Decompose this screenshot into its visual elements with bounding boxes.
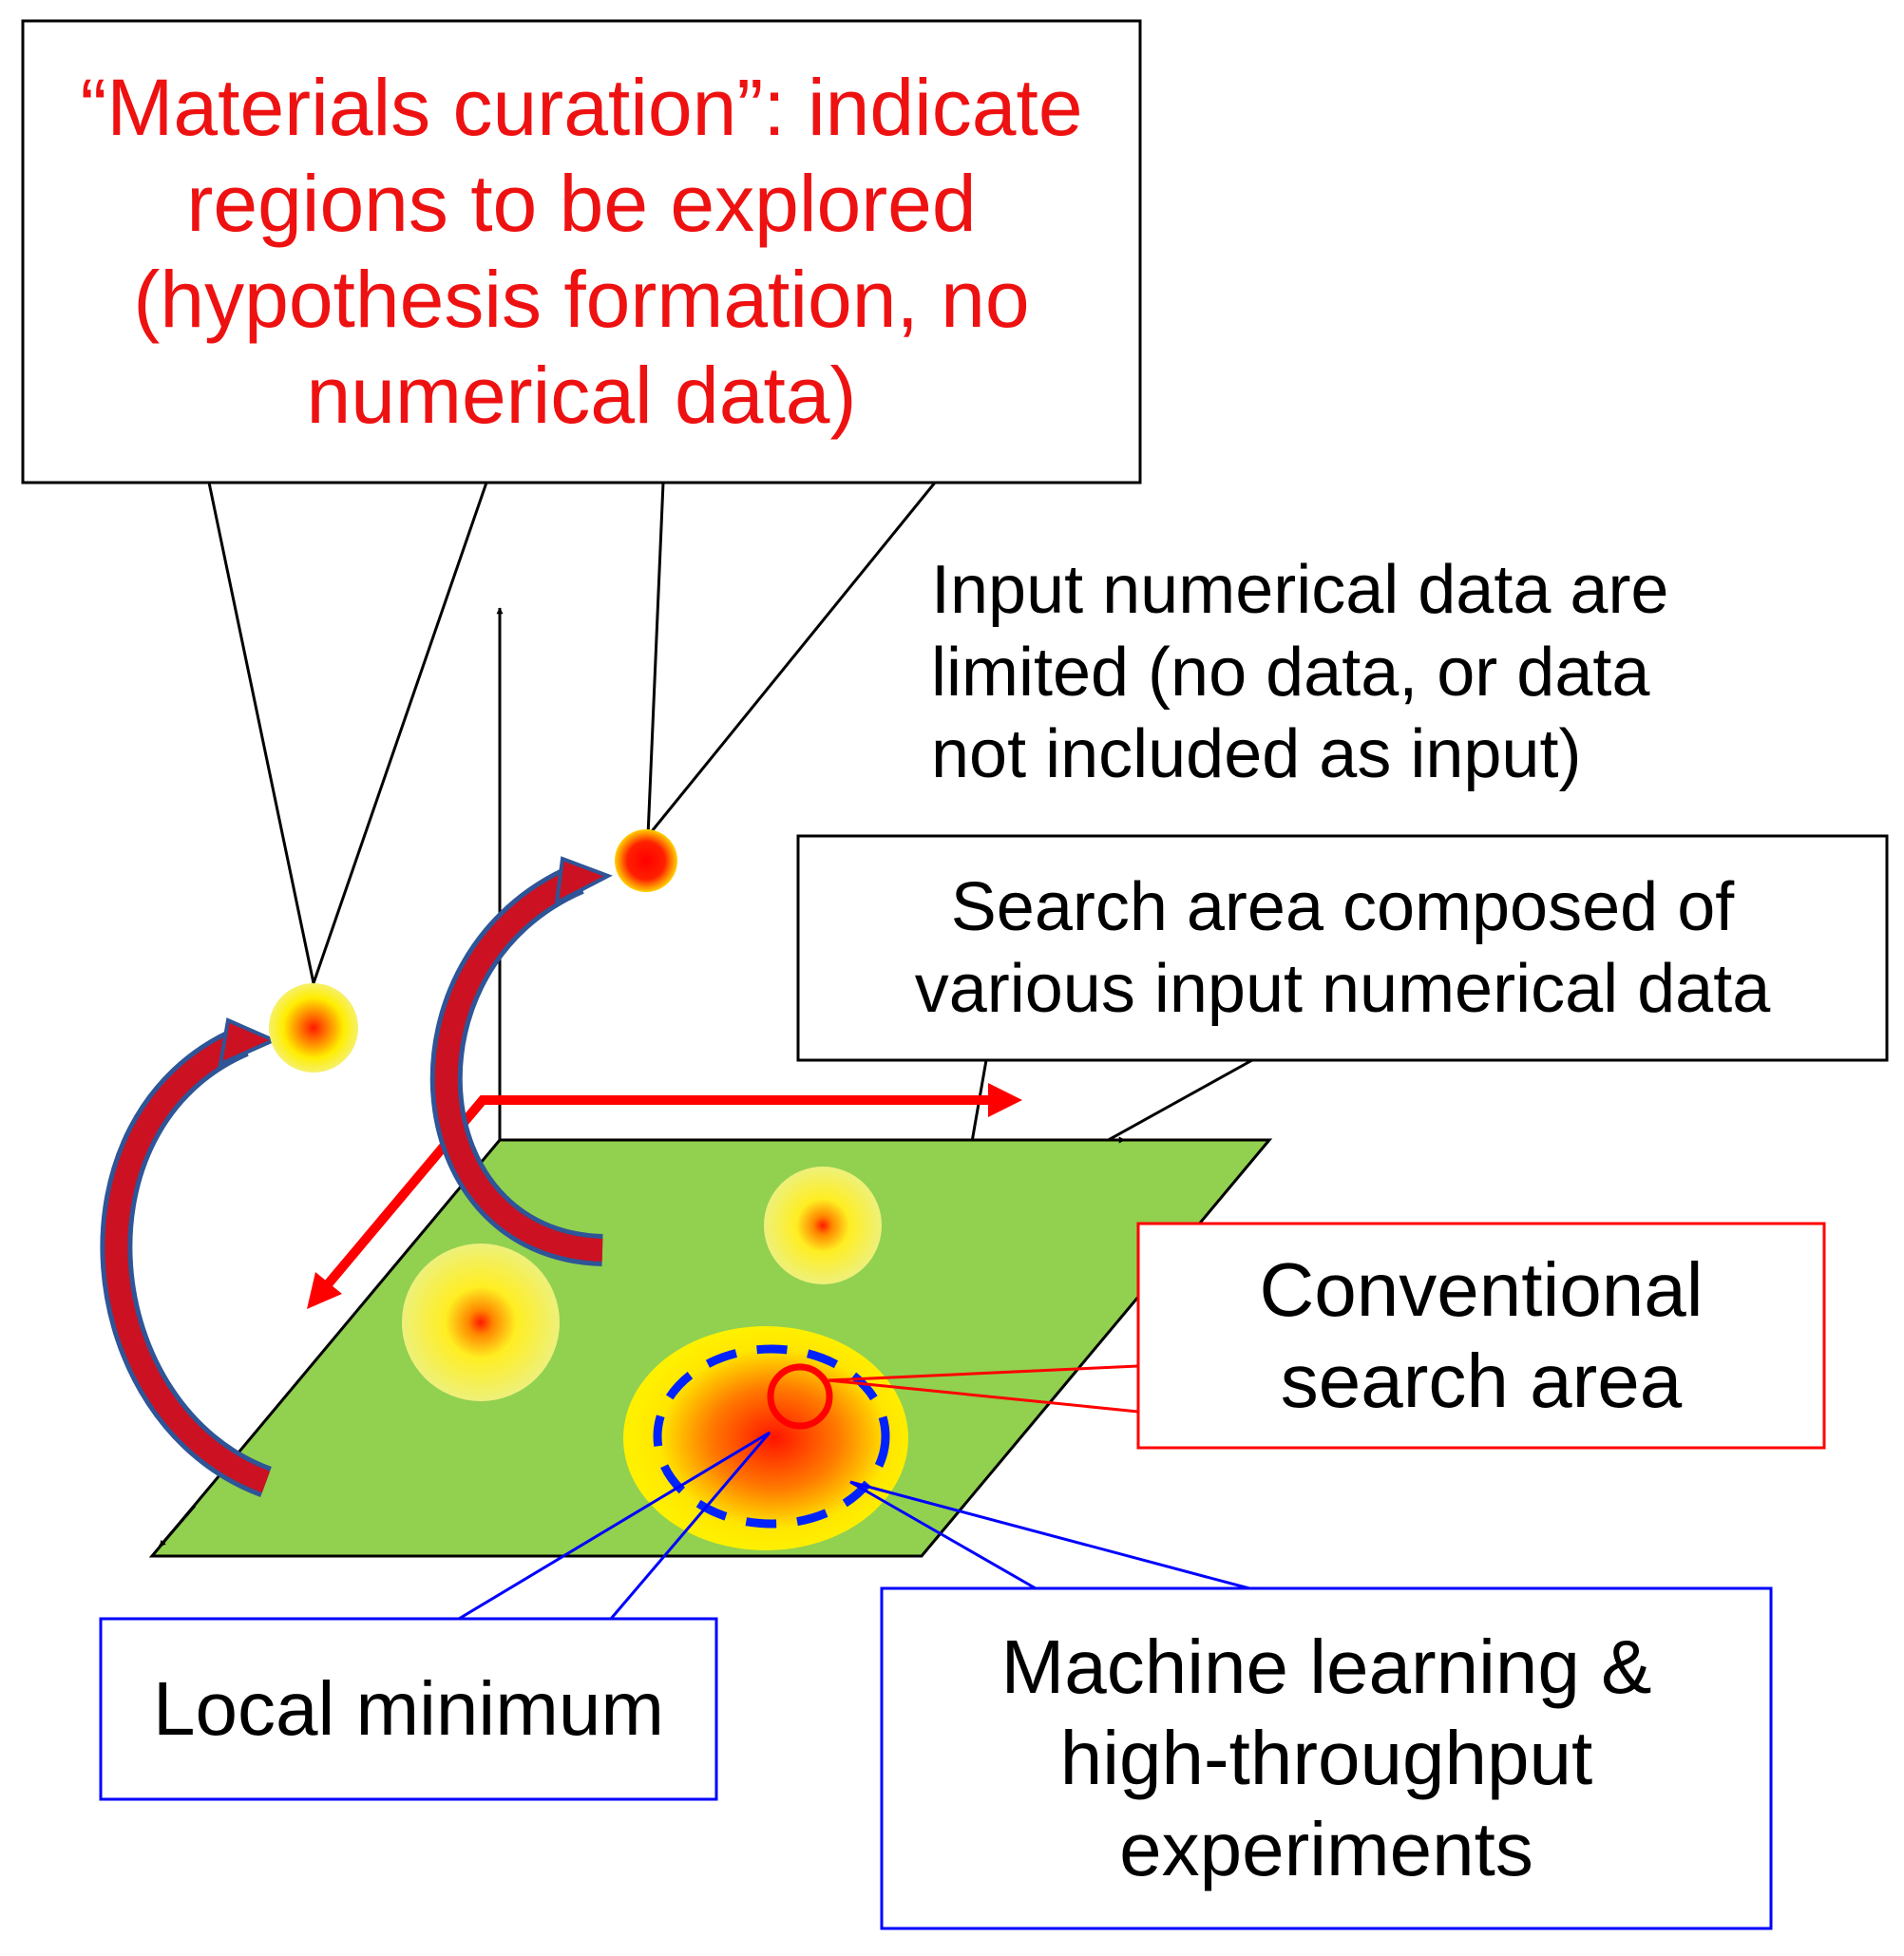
conventional-callout-text: Conventional search area: [1259, 1247, 1704, 1423]
search-area-callout-text: Search area composed of various input nu…: [914, 868, 1771, 1027]
curved-arrow-left-outline: [100, 1026, 273, 1497]
curved-arrow-middle: [434, 867, 603, 1262]
ml-callout-box: [880, 1586, 1773, 1930]
conventional-search-circle: [767, 1363, 833, 1430]
direction-arrowhead-left: [307, 1272, 342, 1309]
local-minimum-callout-box: [99, 1617, 718, 1801]
hotspot-left: [402, 1244, 560, 1401]
hypothesis-point-right: [615, 829, 677, 892]
input-limited-text: Input numerical data are limited (no dat…: [931, 552, 1669, 793]
conventional-pointer: [828, 1364, 1139, 1414]
curation-pointer-left: [207, 482, 488, 989]
ml-search-region: [653, 1344, 890, 1529]
direction-arrowhead-right: [988, 1083, 1022, 1117]
ml-callout-text: Machine learning & high-throughput exper…: [1000, 1624, 1652, 1891]
plane-axis-arrow-left: [158, 1505, 197, 1548]
ml-pointer: [849, 1480, 1250, 1590]
hypothesis-point-left: [269, 983, 358, 1073]
curation-callout-text: “Materials curation”: indicate regions t…: [80, 63, 1083, 440]
curved-arrow-left: [105, 1030, 271, 1493]
curation-callout-box: [21, 19, 1142, 484]
curved-arrowhead-middle: [554, 856, 613, 906]
curation-pointer-right: [646, 482, 937, 841]
conventional-callout-box: [1136, 1222, 1826, 1450]
search-area-callout-box: [796, 834, 1889, 1062]
curved-arrowhead-left: [218, 1017, 278, 1068]
local-minimum-pointer: [458, 1431, 771, 1621]
local-minimum-callout-text: Local minimum: [153, 1666, 664, 1751]
direction-arrows: [324, 1095, 998, 1288]
hotspot-top: [764, 1167, 882, 1284]
